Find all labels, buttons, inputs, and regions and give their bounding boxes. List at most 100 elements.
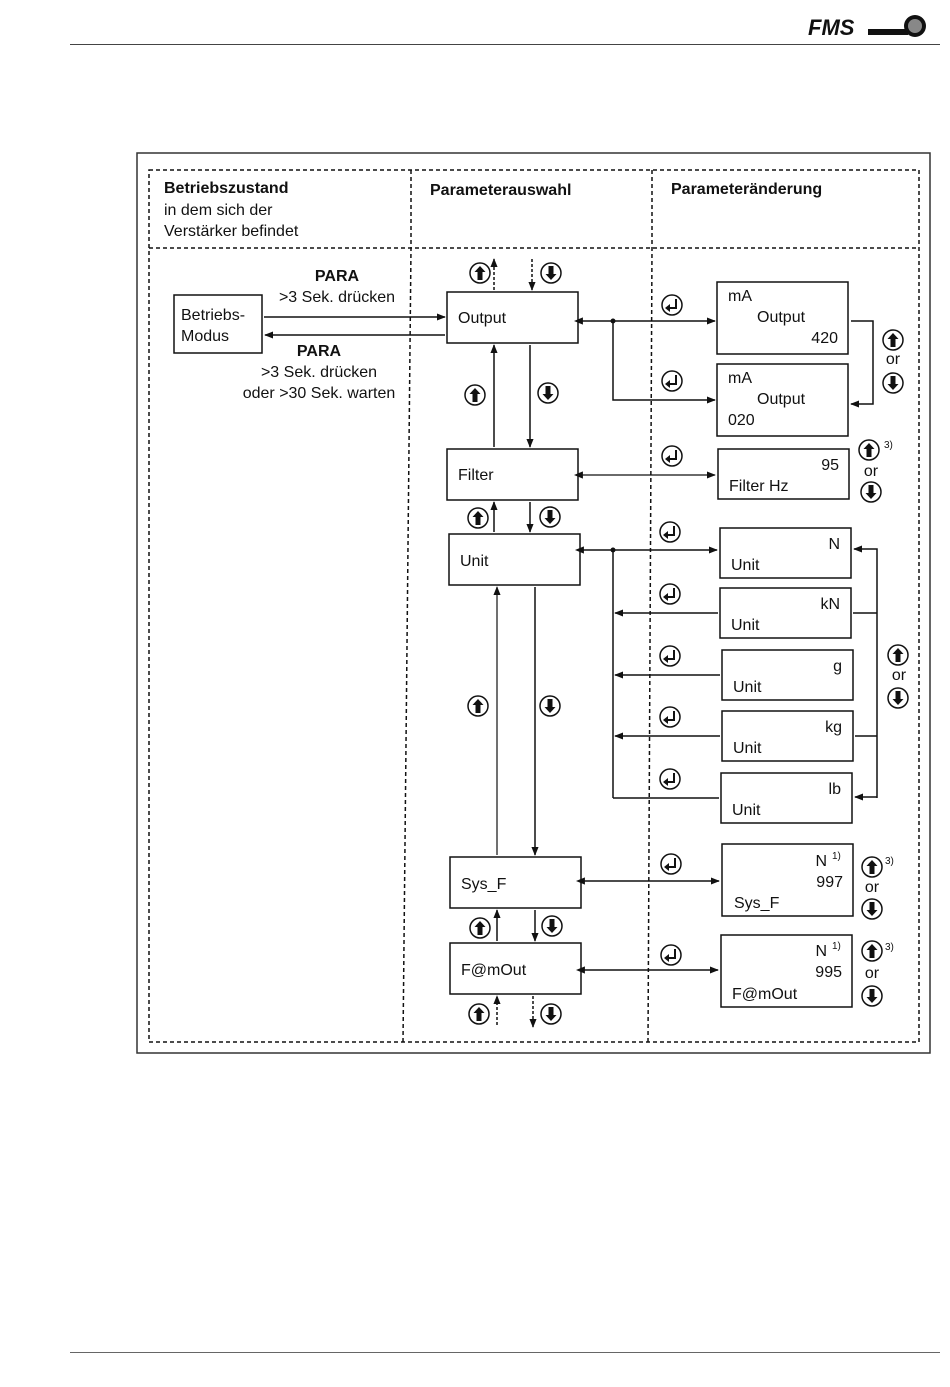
filter-or-label: or [864, 463, 879, 480]
unit-lb-label: Unit [732, 802, 761, 819]
output-420-label: Output [757, 309, 806, 326]
unit-param-label: Unit [460, 553, 489, 570]
famout-display [720, 934, 853, 1008]
unit-kn-value: kN [820, 596, 840, 613]
up-arrow-icon [887, 644, 909, 666]
enter-key-icon [661, 370, 683, 392]
sysf-footnote: 3) [885, 856, 894, 867]
enter-key-icon [659, 706, 681, 728]
unit-kn-display [719, 587, 852, 639]
up-arrow-icon [861, 856, 883, 878]
output-020-value: 020 [728, 412, 755, 429]
diagram-inner-frame [148, 169, 920, 1043]
filter-footnote: 3) [884, 440, 893, 451]
famout-or-label: or [865, 965, 880, 982]
sysf-display-label: Sys_F [734, 895, 780, 912]
down-arrow-icon [540, 1003, 562, 1025]
unit-g-display [721, 649, 854, 701]
famout-display-value: 995 [815, 964, 842, 981]
enter-para-key: PARA [315, 268, 360, 285]
unit-toggle-up-arrow [853, 545, 878, 798]
down-arrow-icon [860, 481, 882, 503]
column-divider-2 [647, 170, 653, 1043]
filter-display-label: Filter Hz [729, 478, 789, 495]
state-column-line2: in dem sich der [164, 202, 273, 219]
enter-key-icon [659, 768, 681, 790]
famout-display-note: 1) [832, 941, 841, 952]
famout-display-unit: N [815, 943, 827, 960]
change-column-title: Parameteränderung [671, 181, 822, 198]
state-column-line3: Verstärker befindet [164, 223, 299, 240]
down-arrow-icon [540, 262, 562, 284]
output-020-display [716, 363, 849, 437]
up-arrow-icon [861, 940, 883, 962]
header-rule [70, 44, 940, 45]
famout-footnote: 3) [885, 942, 894, 953]
up-arrow-icon [464, 384, 486, 406]
unit-kg-label: Unit [733, 740, 762, 757]
enter-key-icon [660, 853, 682, 875]
sysf-display-unit: N [815, 853, 827, 870]
famout-param-label: F@mOut [461, 962, 527, 979]
selection-column-title: Parameterauswahl [430, 182, 571, 199]
up-arrow-icon [467, 507, 489, 529]
logo-bar [868, 29, 908, 35]
logo-text: FMS [808, 15, 855, 40]
enter-para-hint: >3 Sek. drücken [279, 289, 395, 306]
up-arrow-icon [469, 262, 491, 284]
fms-logo: FMS [808, 15, 926, 40]
enter-key-icon [660, 944, 682, 966]
sysf-display-note: 1) [832, 851, 841, 862]
output-420-display [716, 281, 849, 355]
mode-box-line2: Modus [181, 328, 229, 345]
unit-param-box [448, 533, 581, 586]
exit-para-hint1: >3 Sek. drücken [261, 364, 377, 381]
unit-lb-display [720, 772, 853, 824]
up-arrow-icon [882, 329, 904, 351]
filter-param-label: Filter [458, 467, 494, 484]
unit-g-value: g [833, 658, 842, 675]
up-arrow-icon [467, 695, 489, 717]
unit-lb-value: lb [829, 781, 842, 798]
enter-key-icon [661, 445, 683, 467]
exit-para-hint2: oder >30 Sek. warten [243, 385, 396, 402]
unit-or-label: or [892, 667, 907, 684]
unit-n-display [719, 527, 852, 579]
down-arrow-icon [541, 915, 563, 937]
output-420-value: 420 [811, 330, 838, 347]
mode-box [173, 294, 263, 354]
output-420-unit: mA [728, 288, 752, 305]
unit-kn-label: Unit [731, 617, 760, 634]
unit-kg-value: kg [825, 719, 842, 736]
up-arrow-icon [858, 439, 880, 461]
output-020-label: Output [757, 391, 806, 408]
enter-key-icon [659, 521, 681, 543]
state-column-title: Betriebszustand [164, 180, 288, 197]
filter-display [717, 448, 850, 500]
down-arrow-icon [539, 695, 561, 717]
sysf-display [721, 843, 854, 917]
unit-kg-display [721, 710, 854, 762]
famout-param-box [449, 942, 582, 995]
down-arrow-icon [539, 506, 561, 528]
down-arrow-icon [861, 985, 883, 1007]
unit-n-value: N [828, 536, 840, 553]
down-arrow-icon [537, 382, 559, 404]
sysf-display-value: 997 [816, 874, 843, 891]
footer-rule [70, 1352, 940, 1353]
down-arrow-icon [861, 898, 883, 920]
mode-box-line1: Betriebs- [181, 307, 245, 324]
unit-n-label: Unit [731, 557, 760, 574]
enter-key-icon [659, 583, 681, 605]
up-arrow-icon [469, 917, 491, 939]
output-to-020-arrow [612, 321, 716, 404]
down-arrow-icon [882, 372, 904, 394]
diagram-frame [136, 152, 931, 1054]
exit-para-key: PARA [297, 343, 342, 360]
up-arrow-icon [468, 1003, 490, 1025]
enter-key-icon [659, 645, 681, 667]
sysf-param-label: Sys_F [461, 876, 507, 893]
sysf-param-box [449, 856, 582, 909]
output-toggle-arrow [850, 320, 874, 408]
